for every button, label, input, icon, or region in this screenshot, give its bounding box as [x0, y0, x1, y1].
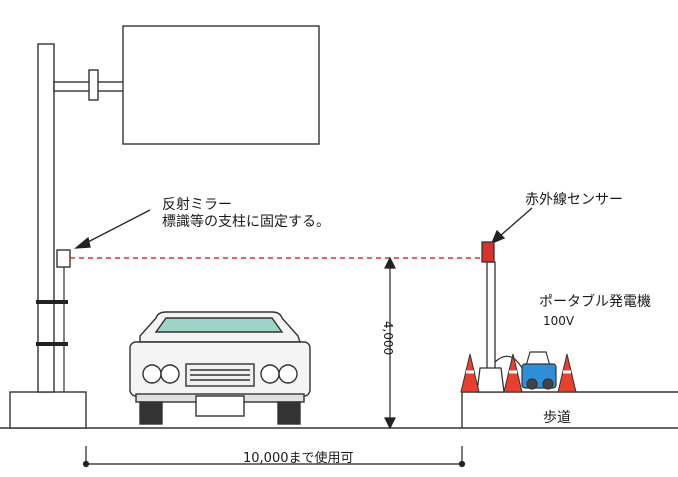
power-cable	[494, 355, 523, 369]
reflective-mirror	[56, 249, 71, 268]
voltage-label: 100V	[543, 314, 575, 328]
generator-label: ポータブル発電機	[539, 294, 651, 310]
pole-base	[9, 391, 87, 429]
car	[129, 311, 311, 425]
span-dimension	[82, 446, 466, 468]
span-label: 10,000まで使用可	[243, 451, 354, 466]
mirror-pointer	[74, 209, 151, 249]
mirror-note: 標識等の支柱に固定する。	[162, 214, 330, 230]
height-dimension	[384, 256, 396, 430]
sidewalk-label: 歩道	[543, 410, 571, 426]
mirror-label: 反射ミラー	[162, 197, 232, 213]
sensor-pole	[476, 241, 505, 393]
traffic-cones	[460, 353, 577, 393]
height-label: 4,000	[381, 320, 396, 356]
sign-pole	[37, 43, 125, 393]
sensor-pointer	[490, 207, 533, 245]
pole-clamps	[36, 300, 68, 346]
portable-generator	[521, 351, 557, 390]
sensor-label: 赤外線センサー	[525, 192, 623, 208]
sign-board	[122, 25, 320, 145]
